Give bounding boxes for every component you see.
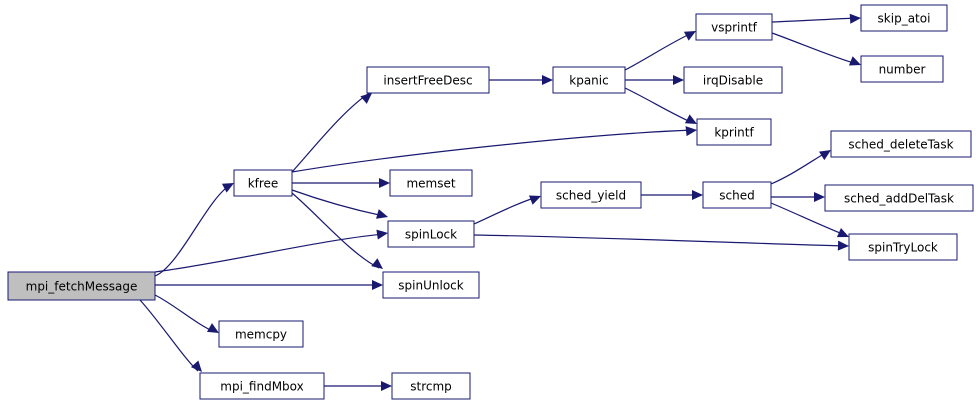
arrowhead-icon bbox=[673, 75, 684, 85]
node-mpi_findMbox[interactable]: mpi_findMbox bbox=[199, 372, 325, 400]
arrowhead-icon bbox=[819, 150, 831, 161]
node-box-spinUnlock[interactable] bbox=[382, 271, 480, 299]
node-insertFreeDesc[interactable]: insertFreeDesc bbox=[366, 66, 490, 94]
arrowhead-icon bbox=[684, 114, 697, 124]
node-spinUnlock[interactable]: spinUnlock bbox=[382, 271, 480, 299]
node-box-sched_deleteTask[interactable] bbox=[830, 130, 972, 158]
arrowhead-icon bbox=[542, 75, 553, 85]
node-box-strcmp[interactable] bbox=[391, 372, 471, 400]
arrowhead-icon bbox=[376, 209, 388, 219]
node-box-irqDisable[interactable] bbox=[683, 66, 783, 94]
node-box-memset[interactable] bbox=[389, 169, 473, 197]
node-box-spinLock[interactable] bbox=[387, 220, 475, 248]
node-box-sched_yield[interactable] bbox=[540, 181, 642, 209]
arrowhead-icon bbox=[379, 178, 390, 188]
arrowhead-icon bbox=[372, 280, 383, 290]
node-box-spinTryLock[interactable] bbox=[848, 233, 958, 261]
edge-kfree-to-kprintf bbox=[291, 129, 694, 173]
edge-vsprintf-to-number bbox=[771, 32, 858, 65]
arrowhead-icon bbox=[836, 227, 849, 238]
edge-kfree-to-spinLock bbox=[291, 189, 385, 217]
node-box-kfree[interactable] bbox=[233, 169, 293, 197]
arrowhead-icon bbox=[381, 381, 392, 391]
node-kpanic[interactable]: kpanic bbox=[552, 66, 626, 94]
node-box-vsprintf[interactable] bbox=[695, 13, 773, 41]
arrowhead-icon bbox=[683, 31, 696, 41]
edge-kpanic-to-vsprintf bbox=[624, 32, 693, 71]
node-box-insertFreeDesc[interactable] bbox=[366, 66, 490, 94]
arrowhead-icon bbox=[692, 190, 703, 200]
edge-mpi_fetchMessage-to-kfree bbox=[154, 183, 233, 277]
node-number[interactable]: number bbox=[860, 55, 944, 83]
node-irqDisable[interactable]: irqDisable bbox=[683, 66, 783, 94]
edge-spinLock-to-sched_yield bbox=[473, 196, 538, 225]
node-box-skip_atoi[interactable] bbox=[860, 4, 948, 32]
node-kprintf[interactable]: kprintf bbox=[696, 118, 772, 146]
arrowhead-icon bbox=[814, 192, 825, 202]
arrowhead-icon bbox=[849, 13, 861, 24]
arrowhead-icon bbox=[190, 360, 202, 372]
node-vsprintf[interactable]: vsprintf bbox=[695, 13, 773, 41]
edge-spinLock-to-spinTryLock bbox=[473, 234, 846, 247]
node-sched_addDelTask[interactable]: sched_addDelTask bbox=[824, 184, 974, 212]
node-box-mpi_findMbox[interactable] bbox=[199, 372, 325, 400]
edge-kfree-to-insertFreeDesc bbox=[291, 91, 372, 173]
arrowhead-icon bbox=[848, 56, 861, 66]
arrowhead-icon bbox=[371, 258, 383, 269]
node-skip_atoi[interactable]: skip_atoi bbox=[860, 4, 948, 32]
node-box-number[interactable] bbox=[860, 55, 944, 83]
node-box-kprintf[interactable] bbox=[696, 118, 772, 146]
node-sched[interactable]: sched bbox=[702, 181, 772, 209]
node-sched_deleteTask[interactable]: sched_deleteTask bbox=[830, 130, 972, 158]
node-mpi_fetchMessage[interactable]: mpi_fetchMessage bbox=[7, 271, 156, 301]
arrowhead-icon bbox=[206, 323, 219, 333]
node-box-mpi_fetchMessage[interactable] bbox=[7, 271, 156, 301]
node-kfree[interactable]: kfree bbox=[233, 169, 293, 197]
edge-mpi_fetchMessage-to-mpi_findMbox bbox=[139, 299, 199, 372]
arrowhead-icon bbox=[837, 240, 849, 251]
edge-mpi_fetchMessage-to-spinLock bbox=[154, 233, 385, 273]
node-sched_yield[interactable]: sched_yield bbox=[540, 181, 642, 209]
arrowheads-layer bbox=[190, 13, 861, 391]
arrowhead-icon bbox=[221, 183, 234, 193]
node-memset[interactable]: memset bbox=[389, 169, 473, 197]
edge-kfree-to-spinUnlock bbox=[291, 192, 380, 269]
node-box-kpanic[interactable] bbox=[552, 66, 626, 94]
arrowhead-icon bbox=[376, 229, 388, 240]
node-spinTryLock[interactable]: spinTryLock bbox=[848, 233, 958, 261]
edge-kpanic-to-kprintf bbox=[624, 87, 694, 124]
node-spinLock[interactable]: spinLock bbox=[387, 220, 475, 248]
node-box-sched[interactable] bbox=[702, 181, 772, 209]
edge-sched-to-spinTryLock bbox=[770, 202, 846, 236]
nodes-layer: mpi_fetchMessage kfree memcpy mpi_findMbox s… bbox=[7, 4, 974, 400]
node-box-memcpy[interactable] bbox=[218, 320, 304, 348]
arrowhead-icon bbox=[685, 126, 697, 137]
edge-sched-to-sched_deleteTask bbox=[770, 151, 828, 185]
edge-vsprintf-to-skip_atoi bbox=[771, 17, 858, 23]
arrowhead-icon bbox=[528, 195, 541, 205]
node-memcpy[interactable]: memcpy bbox=[218, 320, 304, 348]
node-strcmp[interactable]: strcmp bbox=[391, 372, 471, 400]
edge-mpi_fetchMessage-to-memcpy bbox=[154, 294, 216, 333]
arrowhead-icon bbox=[360, 93, 372, 104]
node-box-sched_addDelTask[interactable] bbox=[824, 184, 974, 212]
